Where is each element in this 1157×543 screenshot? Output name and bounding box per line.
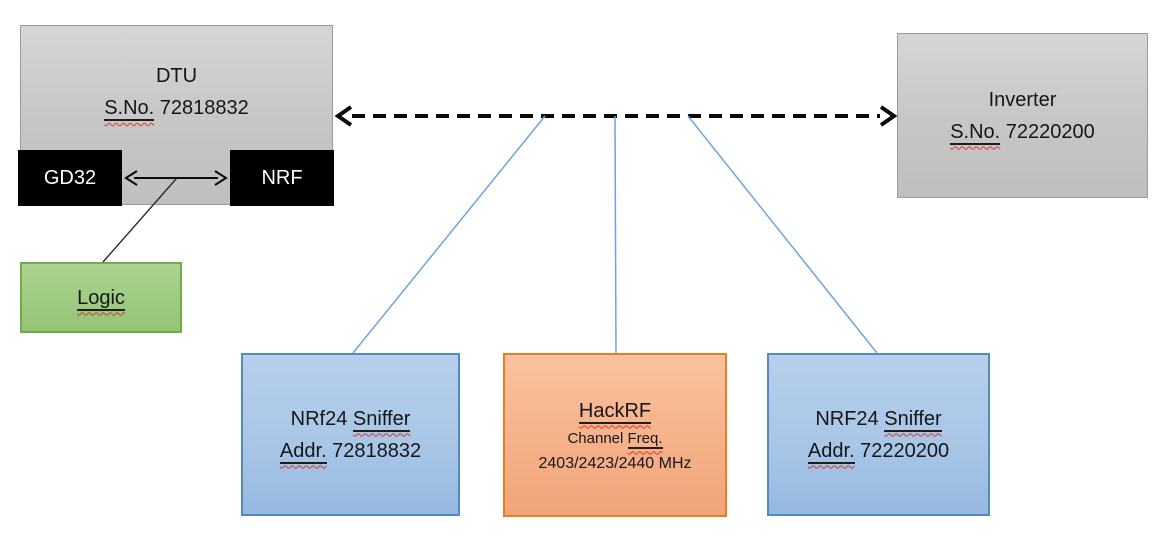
gd32-box: GD32 bbox=[18, 150, 122, 206]
gd32-label: GD32 bbox=[43, 167, 97, 189]
nrf-box: NRF bbox=[230, 150, 334, 206]
dtu-title: DTU bbox=[155, 65, 198, 87]
sniffer-left-address: Addr. 72818832 bbox=[279, 439, 422, 464]
dtu-serial-label: S.No. bbox=[104, 97, 155, 121]
sniffer-left-box: NRf24 Sniffer Addr. 72818832 bbox=[241, 353, 460, 516]
sniffer-left-title: NRf24 Sniffer bbox=[290, 407, 411, 432]
sniffer-right-box: NRF24 Sniffer Addr. 72220200 bbox=[767, 353, 990, 516]
dtu-serial: S.No. 72818832 bbox=[104, 92, 249, 124]
sniffer-right-address: Addr. 72220200 bbox=[807, 439, 950, 464]
hackrf-box: HackRF Channel Freq. 2403/2423/2440 MHz bbox=[503, 353, 727, 517]
logic-label: Logic bbox=[77, 286, 125, 311]
sniffer-right-connector-line bbox=[687, 115, 878, 354]
hackrf-title: HackRF bbox=[578, 399, 652, 424]
hackrf-connector-line bbox=[614, 115, 617, 354]
sniffer-right-title: NRF24 Sniffer bbox=[815, 407, 942, 432]
inverter-box: Inverter S.No. 72220200 bbox=[897, 33, 1148, 198]
inverter-serial-label: S.No. bbox=[950, 120, 1001, 145]
logic-box: Logic bbox=[20, 262, 182, 333]
hackrf-channel-freq: Channel Freq. bbox=[567, 429, 663, 449]
dtu-inverter-dashed-double-arrow bbox=[334, 105, 898, 127]
inverter-serial: S.No. 72220200 bbox=[950, 116, 1095, 148]
hackrf-frequencies: 2403/2423/2440 MHz bbox=[538, 454, 692, 472]
inverter-serial-number: 72220200 bbox=[1005, 120, 1095, 143]
nrf-label: NRF bbox=[261, 167, 303, 189]
sniffer-left-connector-line bbox=[352, 115, 546, 354]
dtu-serial-number: 72818832 bbox=[159, 97, 249, 119]
inverter-title: Inverter bbox=[988, 88, 1057, 111]
